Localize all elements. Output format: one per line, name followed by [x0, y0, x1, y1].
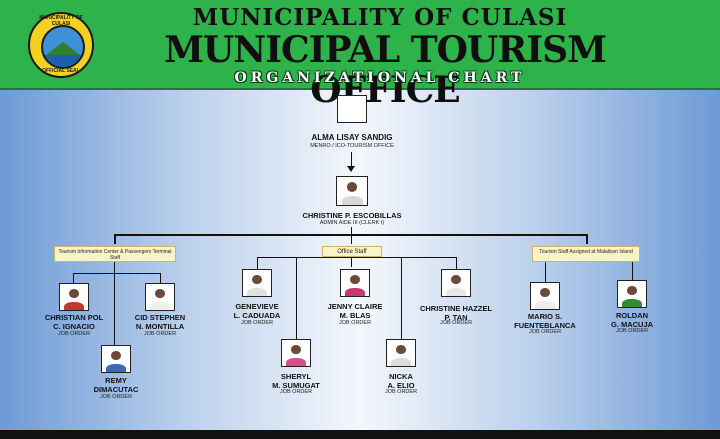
seal-top-text: MUNICIPALITY OF CULASI — [39, 15, 83, 27]
group-box-malalison-staff: Tourism Staff Assigned at Malalison Isla… — [532, 246, 640, 262]
staff-role: JOB ORDER — [384, 389, 418, 395]
connector-line — [351, 234, 352, 244]
staff-role: JOB ORDER — [57, 331, 91, 337]
connector-line — [160, 273, 161, 283]
staff-name: CHRISTINE HAZZEL P. TAN — [419, 304, 493, 322]
staff-photo — [101, 345, 131, 373]
staff-role: JOB ORDER — [240, 320, 274, 326]
admin-role: ADMIN AIDE III (CLERK I) — [319, 220, 385, 226]
connector-line — [73, 273, 74, 283]
header-banner: MUNICIPALITY OF CULASI OFFICIAL SEAL MUN… — [0, 0, 720, 110]
connector-line — [351, 257, 352, 267]
staff-name: GENEVIEVE L. CADUADA — [233, 302, 281, 320]
staff-name: NICKA A. ELIO — [387, 372, 415, 390]
staff-role: JOB ORDER — [99, 394, 133, 400]
staff-photo — [242, 269, 272, 297]
connector-line — [545, 262, 546, 282]
connector-line — [114, 234, 116, 244]
connector-line — [632, 262, 633, 282]
head-name: ALMA LISAY SANDIG — [311, 133, 393, 142]
connector-line — [257, 257, 258, 269]
connector-line — [401, 257, 402, 339]
staff-name: ROLDAN G. MACUJA — [610, 311, 654, 329]
staff-role: JOB ORDER — [439, 320, 473, 326]
footer-bar — [0, 430, 720, 439]
connector-line — [586, 234, 588, 244]
office-title: MUNICIPAL TOURISM OFFICE — [164, 29, 607, 111]
staff-name: REMY DIMACUTAC — [93, 376, 139, 394]
staff-name: CID STEPHEN N. MONTILLA — [134, 313, 186, 331]
staff-photo — [145, 283, 175, 311]
connector-line — [73, 273, 161, 274]
staff-name: SHERYL M. SUMUGAT — [272, 372, 320, 390]
municipality-title: MUNICIPALITY OF CULASI — [192, 4, 568, 31]
head-role: MENRO / ICO-TOURISM OFFICE — [310, 143, 394, 149]
staff-photo — [386, 339, 416, 367]
connector-line — [114, 262, 115, 357]
staff-role: JOB ORDER — [279, 389, 313, 395]
municipal-seal-icon: MUNICIPALITY OF CULASI OFFICIAL SEAL — [28, 12, 94, 78]
staff-role: JOB ORDER — [528, 329, 562, 335]
connector-line — [257, 257, 457, 258]
arrow-down-icon — [347, 166, 355, 172]
connector-line — [296, 257, 297, 339]
staff-name: JENNY CLAIRE M. BLAS — [327, 302, 383, 320]
staff-role: JOB ORDER — [143, 331, 177, 337]
staff-name: CHRISTIAN POL C. IGNACIO — [44, 313, 104, 331]
group-box-office-staff: Office Staff — [322, 246, 382, 257]
staff-photo — [281, 339, 311, 367]
staff-role: JOB ORDER — [338, 320, 372, 326]
staff-photo — [59, 283, 89, 311]
staff-photo — [530, 282, 560, 310]
staff-role: JOB ORDER — [615, 328, 649, 334]
connector-line — [351, 227, 352, 235]
staff-name: MARIO S. FUENTEBLANCA — [514, 312, 576, 330]
chart-title: ORGANIZATIONAL CHART — [234, 70, 526, 86]
seal-bottom-text: OFFICIAL SEAL — [42, 68, 80, 74]
group-box-terminal-staff: Tourism Information Center & Passengers … — [54, 246, 176, 262]
admin-photo — [336, 176, 368, 206]
connector-line — [351, 152, 352, 166]
head-photo-placeholder — [337, 95, 367, 123]
admin-name: CHRISTINE P. ESCOBILLAS — [302, 211, 402, 220]
connector-line — [456, 257, 457, 269]
staff-photo — [441, 269, 471, 297]
staff-photo — [340, 269, 370, 297]
staff-photo — [617, 280, 647, 308]
